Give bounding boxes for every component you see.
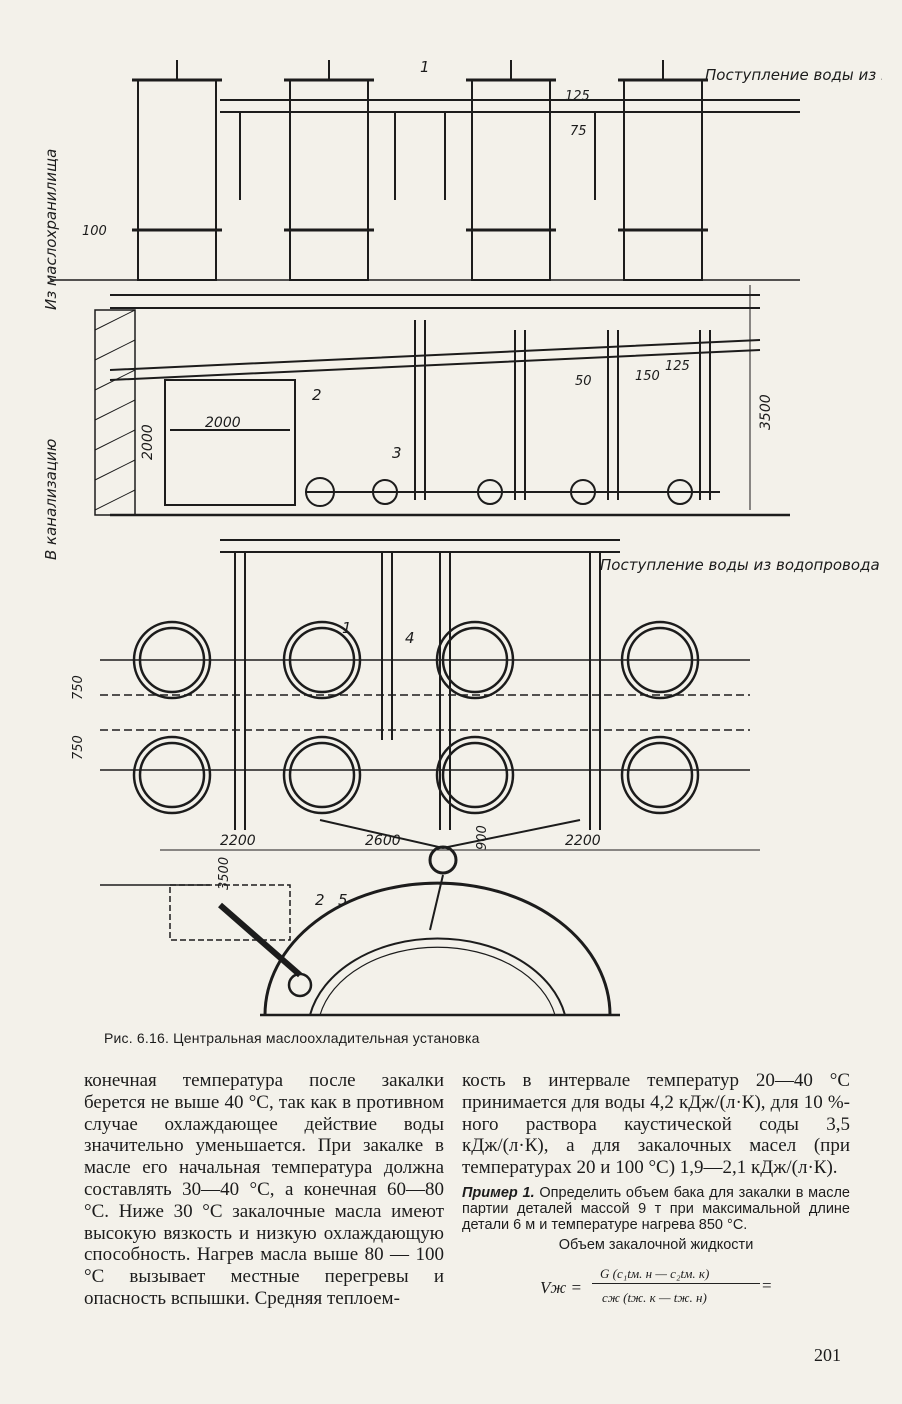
callout-1-plan: 1 xyxy=(342,619,352,637)
water-inlet-label-mid: Поступление воды из водопровода xyxy=(600,556,880,574)
formula-numerator: G (c₁tм. н — c₂tм. к) xyxy=(600,1265,710,1281)
dim-2600: 2600 xyxy=(365,833,401,849)
dim-3500-plan: 3500 xyxy=(217,857,232,890)
dim-100: 100 xyxy=(82,224,107,239)
page-number: 201 xyxy=(814,1345,841,1365)
callout-5: 5 xyxy=(338,891,348,909)
dim-50: 50 xyxy=(575,374,592,389)
water-inlet-label-top: Поступление воды из водопровода xyxy=(705,66,882,84)
text-column-right: кость в интервале температур 20—40 °C пр… xyxy=(462,1070,850,1321)
formula-lhs: Vж = xyxy=(540,1277,582,1297)
example-label: Пример 1. xyxy=(462,1184,535,1201)
callout-2-plan: 2 xyxy=(315,891,325,909)
text-column-left: конечная температура после закалки берет… xyxy=(84,1070,444,1310)
formula-title: Объем закалочной жидкости xyxy=(558,1236,754,1253)
figure-caption: Рис. 6.16. Центральная маслоохладительна… xyxy=(104,1030,480,1046)
callout-2-upper: 2 xyxy=(312,386,322,404)
dim-125-top: 125 xyxy=(565,89,590,104)
from-oil-storage-label: Из маслохранилища xyxy=(42,149,60,310)
dim-2200-right: 2200 xyxy=(565,833,601,849)
dim-125-right: 125 xyxy=(665,359,690,374)
callout-1-upper: 1 xyxy=(420,58,430,76)
dim-2000-v: 2000 xyxy=(140,424,156,460)
dim-150: 150 xyxy=(635,369,660,384)
dim-2000-h: 2000 xyxy=(205,415,241,431)
oil-cooling-plant-figure: Поступление воды из водопровода Поступле… xyxy=(20,40,882,1040)
fraction-bar xyxy=(592,1282,760,1284)
dim-3500-right: 3500 xyxy=(758,394,774,430)
schematic-drawing: Поступление воды из водопровода Поступле… xyxy=(42,58,882,1017)
callout-3: 3 xyxy=(392,444,402,462)
dim-2200-left: 2200 xyxy=(220,833,256,849)
formula-denominator: cж (tж. к — tж. н) xyxy=(602,1289,707,1305)
volume-formula: Vж = G (c₁tм. н — c₂tм. к) cж (tж. к — t… xyxy=(462,1261,850,1321)
dim-750-a: 750 xyxy=(71,675,86,700)
callout-4: 4 xyxy=(405,629,415,647)
dim-75: 75 xyxy=(570,124,587,139)
example-text: Определить объем бака для закалки в масл… xyxy=(462,1184,850,1233)
body-paragraph-right: кость в интервале температур 20—40 °C пр… xyxy=(462,1070,850,1179)
dim-900: 900 xyxy=(475,825,490,850)
example-paragraph: Пример 1. Определить объем бака для зака… xyxy=(462,1185,850,1233)
to-sewer-label: В канализацию xyxy=(42,439,60,560)
formula-tail: = xyxy=(762,1275,772,1295)
body-paragraph-left: конечная температура после закалки берет… xyxy=(84,1070,444,1309)
dim-750-b: 750 xyxy=(71,735,86,760)
